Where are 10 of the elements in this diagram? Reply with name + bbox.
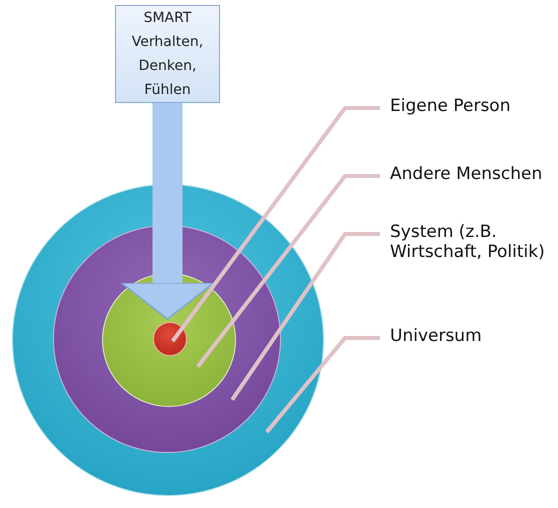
leader-label: System (z.B. Wirtschaft, Politik) (380, 222, 550, 262)
callout-box: SMART Verhalten, Denken, Fühlen (115, 5, 220, 103)
leader-line (230, 232, 380, 401)
ring-circle (153, 322, 187, 356)
leader-label: Andere Menschen (380, 164, 550, 184)
leader-label: Eigene Person (380, 96, 550, 116)
leader-line (265, 336, 380, 434)
leader-line (170, 106, 380, 342)
leader-line (196, 174, 380, 368)
leader-label: Universum (380, 326, 550, 346)
